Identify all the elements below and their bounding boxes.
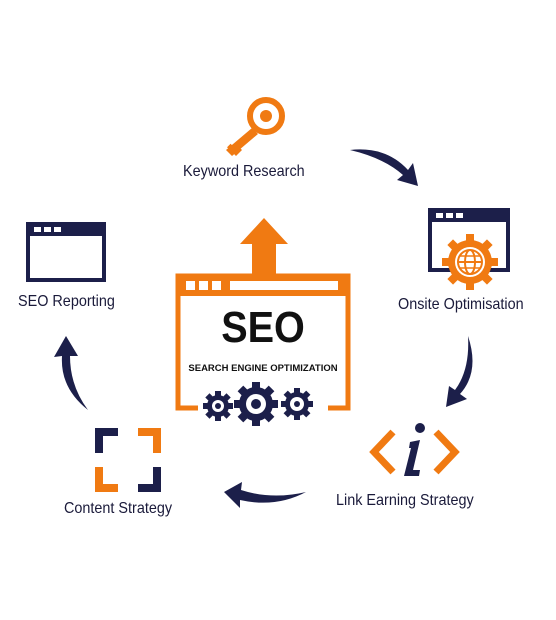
seo-subtitle: SEARCH ENGINE OPTIMIZATION [188, 363, 337, 374]
frame-corners-icon [95, 428, 161, 492]
key-icon [226, 97, 285, 156]
seo-title: SEO [221, 302, 305, 351]
arrow-keyword-to-onsite [350, 149, 418, 186]
up-arrow-icon [240, 218, 288, 276]
step-label-link-earning-strategy: Link Earning Strategy [336, 492, 474, 509]
step-label-keyword-research: Keyword Research [183, 163, 305, 180]
step-label-seo-reporting: SEO Reporting [18, 293, 115, 310]
arrow-content-to-reporting [54, 336, 88, 410]
browser-globe-gear-icon [428, 208, 510, 290]
arrow-onsite-to-link [446, 336, 473, 407]
gears-icon [203, 382, 313, 426]
arrow-link-to-content [224, 482, 306, 508]
seo-center-graphic: SEO SEARCH ENGINE OPTIMIZATION [175, 218, 351, 426]
info-code-icon [369, 423, 460, 476]
step-label-content-strategy: Content Strategy [64, 500, 173, 517]
cycle-arrows [54, 149, 473, 508]
step-label-onsite-optimisation: Onsite Optimisation [398, 296, 524, 313]
browser-window-icon [26, 222, 106, 282]
